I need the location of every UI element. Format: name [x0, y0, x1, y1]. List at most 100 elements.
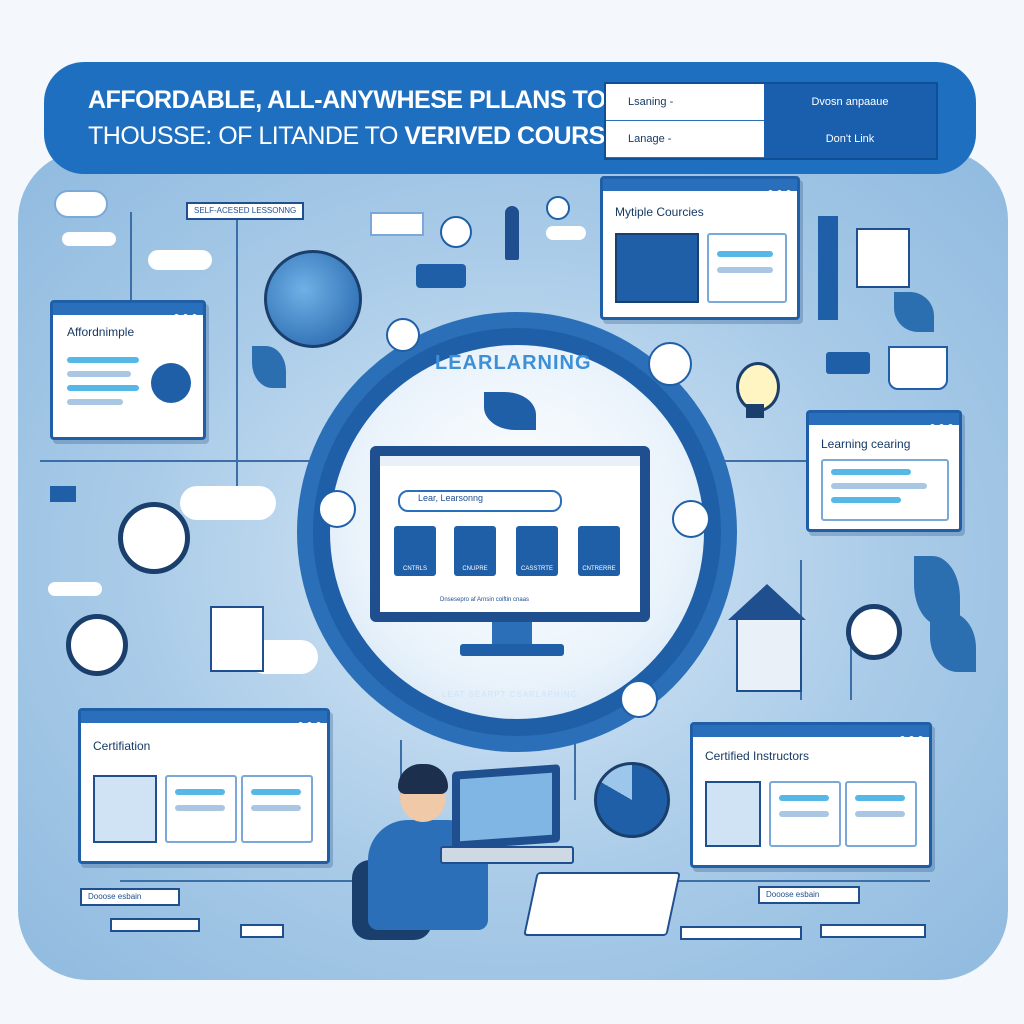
content-line	[717, 251, 773, 257]
chat-bubble-icon	[826, 352, 870, 374]
house-icon	[736, 618, 802, 692]
window-title: Mytiple Courcies	[615, 205, 704, 219]
connector-line	[700, 460, 810, 462]
course-tile[interactable]	[516, 526, 558, 576]
connector-line	[600, 880, 930, 882]
banner-table-row[interactable]: Lanage - Don't Link	[606, 121, 936, 159]
avatar[interactable]	[672, 500, 710, 538]
document-icon	[210, 606, 264, 672]
content-line	[67, 357, 139, 363]
monitor-stand	[492, 622, 532, 646]
content-line	[831, 483, 927, 489]
screen-footer-text: Dnsesepro af Arnsin coiftin cnaas	[440, 597, 530, 603]
course-tile-label: CASSTRTE	[521, 566, 553, 572]
plant-pot-icon	[888, 346, 948, 390]
banner-table-label: Lanage -	[606, 121, 764, 158]
bottom-tag: Dooose esbain	[758, 886, 860, 904]
connector-line	[400, 740, 402, 800]
laptop-screen	[460, 772, 552, 842]
lightbulb-icon	[736, 362, 780, 412]
instructor-avatar	[705, 781, 761, 847]
window-title: Learning cearing	[821, 437, 911, 451]
banner-table-row[interactable]: Lsaning - Dvosn anpaaue	[606, 84, 936, 122]
rocket-icon	[505, 206, 519, 260]
progress-dial-icon	[594, 762, 670, 838]
course-tile-label: CNTRERRE	[582, 566, 616, 572]
banner-table-label: Lsaning -	[606, 84, 764, 121]
banner-headline: AFFORDABLE, ALL-ANYWHESE PLLANS TO	[88, 86, 606, 114]
clock-icon	[118, 502, 190, 574]
banner-table-value: Don't Link	[764, 121, 936, 159]
banner-subheadline: THOUSSE: OF LITANDE TO VERIVED COURSES.	[88, 122, 644, 150]
window-title: Certified Instructors	[705, 749, 810, 763]
ring-node[interactable]	[318, 490, 356, 528]
connector-line	[40, 460, 340, 462]
banner-table: Lsaning - Dvosn anpaaue Lanage - Don't L…	[604, 82, 938, 160]
connector-line	[850, 620, 852, 700]
content-line	[831, 497, 901, 503]
plant-icon	[894, 292, 934, 332]
speech-bubble-icon	[54, 190, 108, 218]
search-input[interactable]	[398, 490, 562, 512]
cloud-icon	[48, 582, 102, 596]
window-titlebar	[603, 179, 797, 195]
ring-icon	[546, 196, 570, 220]
ring-node[interactable]	[648, 342, 692, 386]
laptop-keyboard	[440, 846, 574, 864]
connector-line	[236, 212, 238, 512]
graduation-cap-icon	[151, 363, 191, 403]
ring-bottom-label: LEAT SEARPT CSARLAPHING	[442, 690, 578, 699]
content-line	[251, 805, 301, 811]
cloud-icon	[180, 486, 276, 520]
person-hair	[398, 764, 448, 794]
pencil-icon	[818, 216, 838, 320]
content-line	[67, 371, 131, 377]
ring-node[interactable]	[620, 680, 658, 718]
certification-window: Certifiation	[78, 708, 330, 864]
ring-node[interactable]	[386, 318, 420, 352]
book-icon	[523, 872, 681, 936]
window-title: Affordnimple	[67, 325, 135, 339]
content-line	[831, 469, 911, 475]
window-titlebar	[693, 725, 929, 741]
clock-icon	[846, 604, 902, 660]
content-line	[717, 267, 773, 273]
window-titlebar	[81, 711, 327, 727]
message-card-icon	[370, 212, 424, 236]
feather-icon	[484, 392, 536, 430]
connector-line	[574, 740, 576, 800]
multiple-courses-window: Mytiple Courcies	[600, 176, 800, 320]
clock-icon	[66, 614, 128, 676]
pencil-icon	[820, 924, 926, 938]
window-titlebar	[809, 413, 959, 429]
bottom-tag: Dooose esbain	[80, 888, 180, 906]
content-line	[251, 789, 301, 795]
pencil-icon	[240, 924, 284, 938]
course-tile-label: CNTRLS	[402, 566, 427, 572]
learning-window: Learning cearing	[806, 410, 962, 532]
course-tile[interactable]	[578, 526, 620, 576]
ring-title: LEARLARNING	[435, 352, 592, 374]
content-line	[175, 805, 225, 811]
course-tile[interactable]	[454, 526, 496, 576]
course-thumbnail	[615, 233, 699, 303]
cloud-icon	[148, 250, 212, 270]
connector-line	[130, 212, 132, 302]
content-line	[855, 795, 905, 801]
content-line	[67, 385, 139, 391]
leaf-icon	[252, 346, 286, 388]
content-line	[175, 789, 225, 795]
monitor-base	[460, 644, 564, 656]
house-roof-icon	[728, 584, 806, 620]
window-titlebar	[53, 303, 203, 319]
content-line	[67, 399, 123, 405]
cloud-icon	[546, 226, 586, 240]
content-line	[779, 795, 829, 801]
connector-line	[120, 880, 440, 882]
window-title: Certifiation	[93, 739, 151, 753]
clipboard-icon	[856, 228, 910, 288]
search-text: Lear, Learsonng	[418, 493, 484, 503]
course-tile[interactable]	[394, 526, 436, 576]
list-icon	[50, 486, 76, 502]
